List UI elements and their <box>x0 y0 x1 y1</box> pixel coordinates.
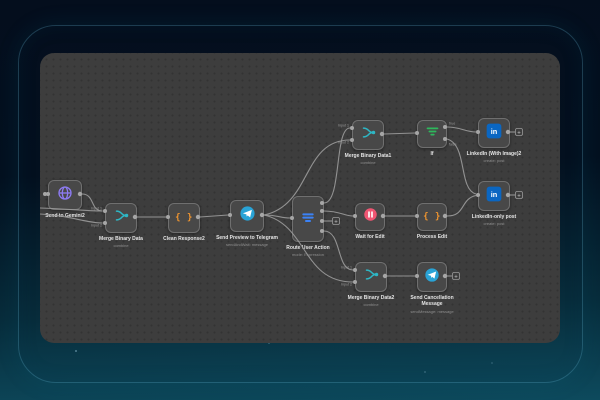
device-frame <box>18 25 583 383</box>
node-label: Merge Binary Data2 combine <box>347 295 395 308</box>
svg-text:+: + <box>334 219 338 225</box>
pause-icon <box>363 207 378 227</box>
node-label: Merge Binary Data combine <box>99 236 143 249</box>
svg-text:in: in <box>491 127 498 136</box>
merge-icon <box>364 267 379 287</box>
linkedin-icon: in <box>486 123 502 144</box>
node-route-user-action[interactable]: Route User Action mode: Expression <box>286 196 330 257</box>
node-subtitle: mode: Expression <box>291 252 324 258</box>
globe-icon <box>57 185 73 206</box>
workflow-canvas[interactable]: Send to Gemini2 Merge Binary Data combin… <box>40 53 560 343</box>
node-subtitle: create: post <box>483 158 505 164</box>
switch-icon <box>300 209 316 230</box>
add-node-endpoint[interactable]: + <box>332 217 340 226</box>
node-label: Send to Gemini2 <box>45 213 85 219</box>
svg-text:false: false <box>449 143 457 147</box>
node-label: LinkedIn-only post create: post <box>471 214 517 227</box>
svg-text:Input 1: Input 1 <box>338 124 349 128</box>
node-label: Merge Binary Data1 combine <box>344 153 392 166</box>
telegram-icon <box>424 267 440 288</box>
node-send-preview-to-telegram[interactable]: Send Preview to Telegram sendAndWait: me… <box>216 200 278 247</box>
svg-text:+: + <box>517 193 521 199</box>
svg-text:Input 2: Input 2 <box>341 283 352 287</box>
node-send-to-gemini2[interactable]: Send to Gemini2 <box>45 180 85 219</box>
node-label: Send Cancellation Message sendMessage: m… <box>406 295 458 314</box>
node-merge-binary-data1[interactable]: Merge Binary Data1 combine <box>345 120 391 165</box>
add-node-endpoint[interactable]: + <box>515 191 523 200</box>
node-linkedin-only-post[interactable]: in LinkedIn-only post create: post <box>472 181 516 226</box>
node-label: Wait for Edit <box>355 234 385 240</box>
node-label: Process Edit <box>416 234 448 240</box>
svg-text:+: + <box>454 274 458 280</box>
sparkle-dot <box>268 342 270 344</box>
svg-text:Input 1: Input 1 <box>91 207 102 211</box>
filter-icon <box>425 124 440 144</box>
svg-text:Input 2: Input 2 <box>91 224 102 228</box>
node-wait-for-edit[interactable]: Wait for Edit <box>355 203 385 240</box>
node-subtitle: create: post <box>483 221 505 227</box>
node-label: Send Preview to Telegram sendAndWait: me… <box>216 235 278 248</box>
add-node-endpoint[interactable]: + <box>452 272 460 281</box>
telegram-icon <box>239 205 256 227</box>
node-subtitle: sendAndWait: message <box>225 242 269 248</box>
node-subtitle: combine <box>360 160 376 166</box>
node-label: LinkedIn (With Image)2 create: post <box>466 151 522 164</box>
node-clean-response2[interactable]: { } Clean Response2 <box>163 203 205 242</box>
code-icon: { } <box>175 213 193 223</box>
node-subtitle: combine <box>363 302 379 308</box>
node-label: Clean Response2 <box>163 236 205 242</box>
svg-text:+: + <box>517 130 521 136</box>
node-send-cancellation-message[interactable]: Send Cancellation Message sendMessage: m… <box>410 262 454 314</box>
node-subtitle: combine <box>113 243 129 249</box>
add-node-endpoint[interactable]: + <box>515 128 523 137</box>
node-merge-binary-data[interactable]: Merge Binary Data combine <box>99 203 143 248</box>
node-label: Route User Action mode: Expression <box>286 245 330 258</box>
linkedin-icon: in <box>486 186 502 207</box>
node-label: If <box>430 151 434 157</box>
svg-text:Input 1: Input 1 <box>341 266 352 270</box>
node-linkedin-with-image2[interactable]: in LinkedIn (With Image)2 create: post <box>467 118 521 163</box>
node-if[interactable]: If <box>417 120 447 157</box>
sparkle-dot <box>424 371 426 373</box>
node-subtitle: sendMessage: message <box>410 308 454 314</box>
merge-icon <box>361 125 376 145</box>
node-process-edit[interactable]: { } Process Edit <box>417 203 447 240</box>
svg-text:Input 2: Input 2 <box>338 141 349 145</box>
svg-text:true: true <box>449 122 455 126</box>
svg-text:in: in <box>491 190 498 199</box>
sparkle-dot <box>75 350 77 352</box>
code-icon: { } <box>423 212 441 222</box>
node-merge-binary-data2[interactable]: Merge Binary Data2 combine <box>348 262 394 307</box>
port-labels: Input 1 Input 2 Input 1 Input 2 Input 1 … <box>91 122 457 287</box>
merge-icon <box>114 208 129 228</box>
sparkle-dot <box>491 362 493 364</box>
